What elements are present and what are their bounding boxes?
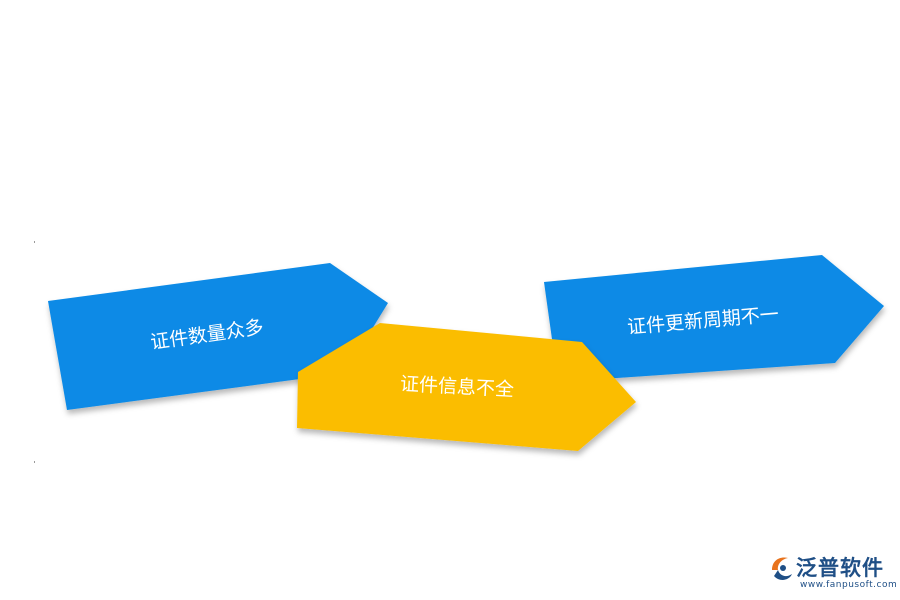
- logo-url: www.fanpusoft.com: [800, 580, 898, 590]
- arrow-right-shape: [544, 255, 884, 382]
- arrow-middle-shape: [297, 323, 636, 451]
- arrow-middle: 证件信息不全: [297, 323, 636, 451]
- fanpu-logo-icon: [772, 557, 792, 580]
- fanpu-logo: 泛普软件 www.fanpusoft.com: [768, 552, 897, 594]
- logo-name: 泛普软件: [796, 556, 884, 580]
- edge-mark-bottom: [34, 461, 35, 463]
- edge-mark-top: [34, 241, 35, 243]
- arrow-right: 证件更新周期不一: [544, 255, 884, 382]
